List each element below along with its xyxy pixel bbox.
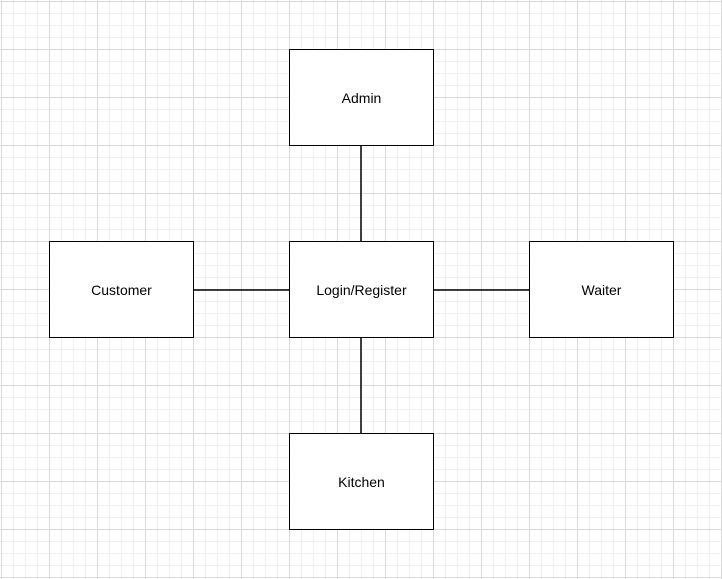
node-kitchen-label: Kitchen (338, 473, 385, 490)
node-customer[interactable]: Customer (49, 241, 194, 338)
node-waiter-label: Waiter (581, 281, 622, 298)
node-kitchen[interactable]: Kitchen (289, 433, 434, 530)
node-admin[interactable]: Admin (289, 49, 434, 146)
node-customer-label: Customer (91, 281, 152, 298)
node-waiter[interactable]: Waiter (529, 241, 674, 338)
node-login-register-label: Login/Register (316, 281, 407, 298)
node-login-register[interactable]: Login/Register (289, 241, 434, 338)
node-admin-label: Admin (341, 89, 382, 106)
